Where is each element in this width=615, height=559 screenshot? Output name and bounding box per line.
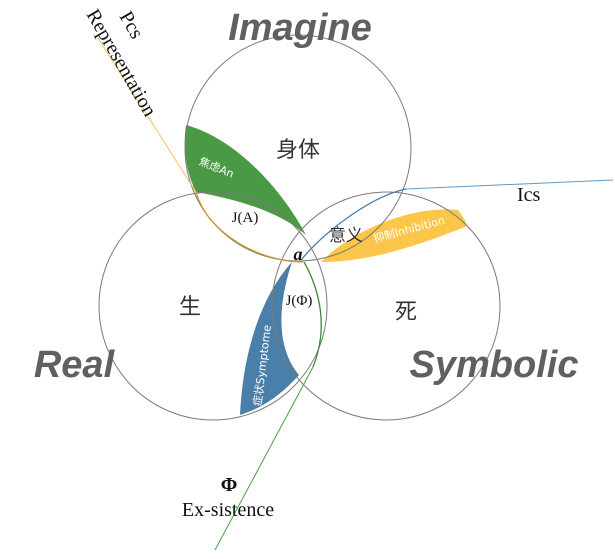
symbolic-label: Symbolic	[410, 344, 579, 386]
imagine-inner-arc	[300, 188, 407, 261]
j-a-label: J(A)	[232, 210, 259, 226]
anxiety-band	[184, 125, 306, 235]
phi-label: Φ	[221, 474, 238, 496]
ex-sistence-label: Ex-sistence	[182, 499, 274, 521]
real-label: Real	[34, 344, 116, 386]
meaning-label: 意义	[329, 226, 363, 246]
symptom-band	[240, 262, 299, 415]
pcs-line	[97, 37, 197, 193]
imagine-label: Imagine	[228, 7, 372, 49]
j-phi-label: J(Φ)	[286, 293, 313, 309]
center-a-label: a	[294, 244, 303, 264]
death-label: 死	[395, 300, 417, 325]
ics-label: Ics	[517, 184, 541, 206]
ex-line	[214, 366, 314, 551]
body-label: 身体	[276, 138, 320, 163]
symbolic-circle	[271, 191, 501, 421]
symbolic-inner-arc	[303, 261, 322, 368]
life-label: 生	[179, 295, 201, 320]
real-circle	[98, 191, 328, 421]
inhibition-band	[321, 209, 467, 262]
ics-line	[405, 179, 614, 190]
real-inner-arc	[195, 191, 304, 263]
imagine-circle	[184, 34, 412, 262]
